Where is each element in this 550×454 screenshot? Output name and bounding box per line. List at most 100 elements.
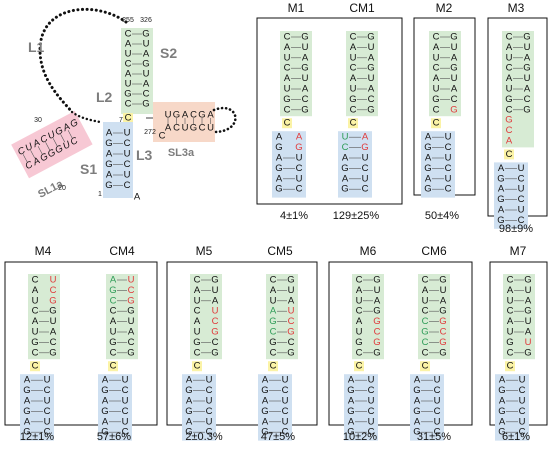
nucleotide: U bbox=[451, 42, 458, 53]
nucleotide: C bbox=[128, 285, 135, 296]
junction-box bbox=[354, 361, 364, 372]
green-stem-box bbox=[266, 274, 298, 360]
nucleotide: U bbox=[50, 275, 57, 286]
nucleotide: U bbox=[302, 73, 309, 84]
nucleotide: C bbox=[110, 361, 117, 372]
nucleotide: A bbox=[24, 416, 31, 427]
nucleotide: A bbox=[32, 285, 39, 296]
nucleotide: G bbox=[287, 327, 294, 338]
nucleotide: G bbox=[301, 32, 308, 43]
panel-title-m3: M3 bbox=[508, 1, 525, 15]
nucleotide: U bbox=[206, 396, 213, 407]
nucleotide: U bbox=[61, 139, 72, 152]
nucleotide: U bbox=[350, 52, 357, 63]
nucleotide: C bbox=[422, 306, 429, 317]
nucleotide: C bbox=[282, 427, 289, 438]
nucleotide: C bbox=[506, 149, 513, 160]
nucleotide: G bbox=[497, 194, 504, 205]
nucleotide: A bbox=[262, 416, 269, 427]
nucleotide: A bbox=[506, 42, 513, 53]
nucleotide: U bbox=[506, 84, 513, 95]
nucleotide: U bbox=[440, 285, 447, 296]
nucleotide: C bbox=[194, 347, 201, 358]
nucleotide: U bbox=[194, 327, 201, 338]
nucleotide: G bbox=[523, 32, 530, 43]
nucleotide: G bbox=[355, 337, 362, 348]
nucleotide: A bbox=[30, 137, 42, 150]
panel-result-cm5: 47±5% bbox=[261, 431, 295, 443]
panel-frame-m4-cm4 bbox=[4, 261, 158, 426]
nucleotide: C bbox=[206, 427, 213, 438]
nucleotide: G bbox=[367, 104, 374, 115]
nucleotide: G bbox=[49, 347, 56, 358]
base-pair-line bbox=[67, 130, 73, 139]
panel-title-m1: M1 bbox=[288, 1, 305, 15]
nucleotide: A bbox=[106, 149, 113, 160]
nucleotide: G bbox=[109, 285, 116, 296]
nucleotide: U bbox=[525, 316, 532, 327]
nucleotide: U bbox=[368, 375, 375, 386]
nucleotide: C bbox=[350, 32, 357, 43]
nucleotide: G bbox=[347, 427, 354, 438]
nucleotide: C bbox=[356, 306, 363, 317]
nucleotide: C bbox=[206, 406, 213, 417]
nucleotide: C bbox=[507, 306, 514, 317]
nucleotide: C bbox=[110, 306, 117, 317]
nucleotide: A bbox=[350, 73, 357, 84]
nucleotide: C bbox=[302, 94, 309, 105]
nucleotide: U bbox=[524, 42, 531, 53]
nucleotide: G bbox=[275, 184, 282, 195]
nucleotide: G bbox=[185, 406, 192, 417]
nucleotide: C bbox=[434, 427, 441, 438]
nucleotide: U bbox=[50, 316, 57, 327]
nucleotide: U bbox=[356, 327, 363, 338]
nucleotide: U bbox=[296, 173, 303, 184]
nucleotide: A bbox=[270, 306, 277, 317]
panel-result-cm1: 129±25% bbox=[333, 210, 380, 222]
nucleotide: A bbox=[362, 132, 369, 143]
nucleotide: A bbox=[102, 375, 109, 386]
nucleotide: U bbox=[342, 132, 349, 143]
blue-stem-box bbox=[410, 374, 444, 441]
nucleotide: A bbox=[32, 316, 39, 327]
nucleotide: C bbox=[32, 275, 39, 286]
nucleotide: G bbox=[105, 159, 112, 170]
position-30-label: 30 bbox=[34, 117, 42, 124]
nucleotide: C bbox=[356, 275, 363, 286]
nucleotide: A bbox=[276, 173, 283, 184]
nucleotide: U bbox=[122, 375, 129, 386]
nucleotide: A bbox=[182, 110, 189, 121]
nucleotide: U bbox=[284, 52, 291, 63]
nucleotide: C bbox=[368, 406, 375, 417]
nucleotide: U bbox=[206, 416, 213, 427]
nucleotide: G bbox=[49, 306, 56, 317]
blue-stem-box bbox=[344, 374, 378, 441]
nucleotide: C bbox=[434, 406, 441, 417]
nucleotide: G bbox=[524, 347, 531, 358]
nucleotide: A bbox=[106, 128, 113, 139]
nucleotide: U bbox=[368, 396, 375, 407]
nucleotide: A bbox=[276, 132, 283, 143]
blue-stem-box bbox=[272, 131, 306, 198]
nucleotide: C bbox=[506, 63, 513, 74]
nucleotide: A bbox=[270, 285, 277, 296]
nucleotide: C bbox=[422, 275, 429, 286]
nucleotide: C bbox=[445, 184, 452, 195]
nucleotide: G bbox=[23, 385, 30, 396]
nucleotide: U bbox=[445, 173, 452, 184]
nucleotide: C bbox=[368, 94, 375, 105]
nucleotide: G bbox=[421, 327, 428, 338]
nucleotide: A bbox=[525, 295, 532, 306]
nucleotide: G bbox=[424, 184, 431, 195]
nucleotide: A bbox=[451, 84, 458, 95]
nucleotide: C bbox=[440, 327, 447, 338]
nucleotide: C bbox=[506, 125, 513, 136]
nucleotide: U bbox=[362, 173, 369, 184]
nucleotide: U bbox=[445, 132, 452, 143]
nucleotide: U bbox=[506, 52, 513, 63]
nucleotide: A bbox=[348, 396, 355, 407]
nucleotide: G bbox=[173, 110, 180, 121]
